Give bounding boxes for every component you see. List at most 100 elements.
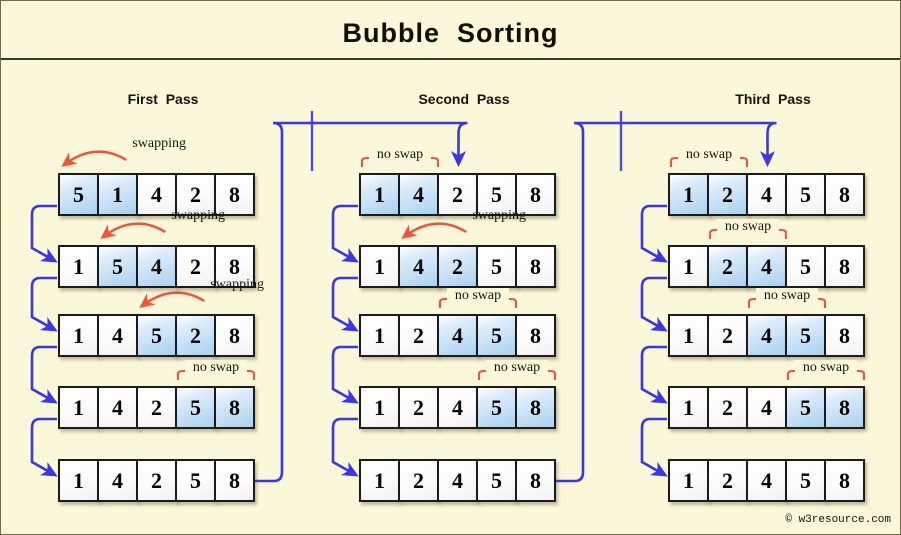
- array-cell-highlighted: 5: [58, 173, 99, 216]
- annotation-label-no-swap: no swap: [447, 288, 509, 304]
- array-cell-highlighted: 4: [136, 245, 177, 288]
- annotation-label-no-swap: no swap: [369, 147, 431, 163]
- annotation-label-no-swap: no swap: [678, 147, 740, 163]
- array-cell: 1: [359, 245, 400, 288]
- annotation-label-no-swap: no swap: [717, 219, 779, 235]
- array-cell: 8: [824, 459, 865, 502]
- array-cell: 4: [97, 314, 138, 357]
- array-cell: 8: [824, 245, 865, 288]
- array-cell: 8: [824, 314, 865, 357]
- row-flow-connector: [30, 204, 58, 263]
- array-cell: 1: [668, 386, 709, 429]
- array-cell-highlighted: 2: [437, 245, 478, 288]
- array-cell-highlighted: 2: [707, 173, 748, 216]
- array-cell: 4: [97, 386, 138, 429]
- array-cell-highlighted: 5: [785, 314, 826, 357]
- array-cell: 2: [707, 459, 748, 502]
- array-cell-highlighted: 5: [785, 386, 826, 429]
- array-cell: 1: [359, 386, 400, 429]
- array-cell-highlighted: 4: [746, 314, 787, 357]
- row-flow-connector: [30, 417, 58, 477]
- array-cell: 8: [214, 459, 255, 502]
- array-cell: 1: [668, 459, 709, 502]
- swapping-arrow: [100, 222, 166, 240]
- array-cell: 2: [175, 245, 216, 288]
- array-cell: 2: [707, 386, 748, 429]
- array-cell-highlighted: 1: [668, 173, 709, 216]
- array-cell-highlighted: 5: [175, 386, 216, 429]
- array-cell: 1: [58, 314, 99, 357]
- title-bar: Bubble Sorting: [1, 1, 900, 60]
- array-cell-highlighted: 5: [97, 245, 138, 288]
- array-cell-highlighted: 5: [136, 314, 177, 357]
- array-cell-highlighted: 4: [437, 314, 478, 357]
- array-cell: 2: [136, 459, 177, 502]
- pass-transition-connector: [556, 121, 777, 483]
- array-cell-highlighted: 2: [175, 314, 216, 357]
- array-cell: 8: [824, 173, 865, 216]
- row-flow-connector: [640, 204, 668, 263]
- annotation-label-no-swap: no swap: [795, 360, 857, 376]
- copyright-notice: © w3resource.com: [785, 514, 891, 526]
- array-cell: 2: [398, 314, 439, 357]
- array-cell: 8: [214, 314, 255, 357]
- array-cell: 8: [214, 245, 255, 288]
- array-cell: 1: [668, 314, 709, 357]
- annotation-label-swapping: swapping: [132, 136, 187, 151]
- array-cell-highlighted: 2: [707, 245, 748, 288]
- array-cell: 4: [746, 173, 787, 216]
- row-flow-connector: [331, 204, 359, 263]
- array-cell-highlighted: 8: [214, 386, 255, 429]
- page-title: Bubble Sorting: [342, 18, 559, 48]
- annotation-label-swapping: swapping: [210, 277, 265, 292]
- array-cell: 4: [746, 459, 787, 502]
- array-cell: 2: [136, 386, 177, 429]
- array-cell-highlighted: 5: [476, 314, 517, 357]
- row-flow-connector: [640, 345, 668, 404]
- array-cell-highlighted: 4: [398, 173, 439, 216]
- array-cell: 4: [437, 459, 478, 502]
- swapping-arrow: [139, 291, 205, 309]
- array-cell: 8: [515, 245, 556, 288]
- array-cell: 5: [785, 173, 826, 216]
- annotation-label-no-swap: no swap: [756, 288, 818, 304]
- array-cell-highlighted: 1: [359, 173, 400, 216]
- array-cell: 1: [58, 459, 99, 502]
- array-cell: 5: [785, 245, 826, 288]
- array-cell-highlighted: 5: [476, 386, 517, 429]
- array-cell: 1: [668, 245, 709, 288]
- swapping-arrow: [61, 150, 127, 168]
- pass-title-first: First Pass: [127, 91, 199, 107]
- row-flow-connector: [640, 417, 668, 477]
- array-cell: 1: [359, 459, 400, 502]
- array-cell: 5: [476, 459, 517, 502]
- array-cell: 4: [97, 459, 138, 502]
- array-cell: 5: [785, 459, 826, 502]
- array-cell: 2: [398, 459, 439, 502]
- row-flow-connector: [331, 345, 359, 404]
- annotation-label-swapping: swapping: [472, 208, 527, 223]
- row-flow-connector: [30, 276, 58, 332]
- annotation-label-swapping: swapping: [171, 208, 226, 223]
- array-cell: 1: [359, 314, 400, 357]
- array-cell-highlighted: 4: [398, 245, 439, 288]
- annotation-label-no-swap: no swap: [185, 360, 247, 376]
- annotation-label-no-swap: no swap: [486, 360, 548, 376]
- array-cell-highlighted: 4: [746, 245, 787, 288]
- pass-title-third: Third Pass: [735, 91, 811, 107]
- array-cell: 4: [437, 386, 478, 429]
